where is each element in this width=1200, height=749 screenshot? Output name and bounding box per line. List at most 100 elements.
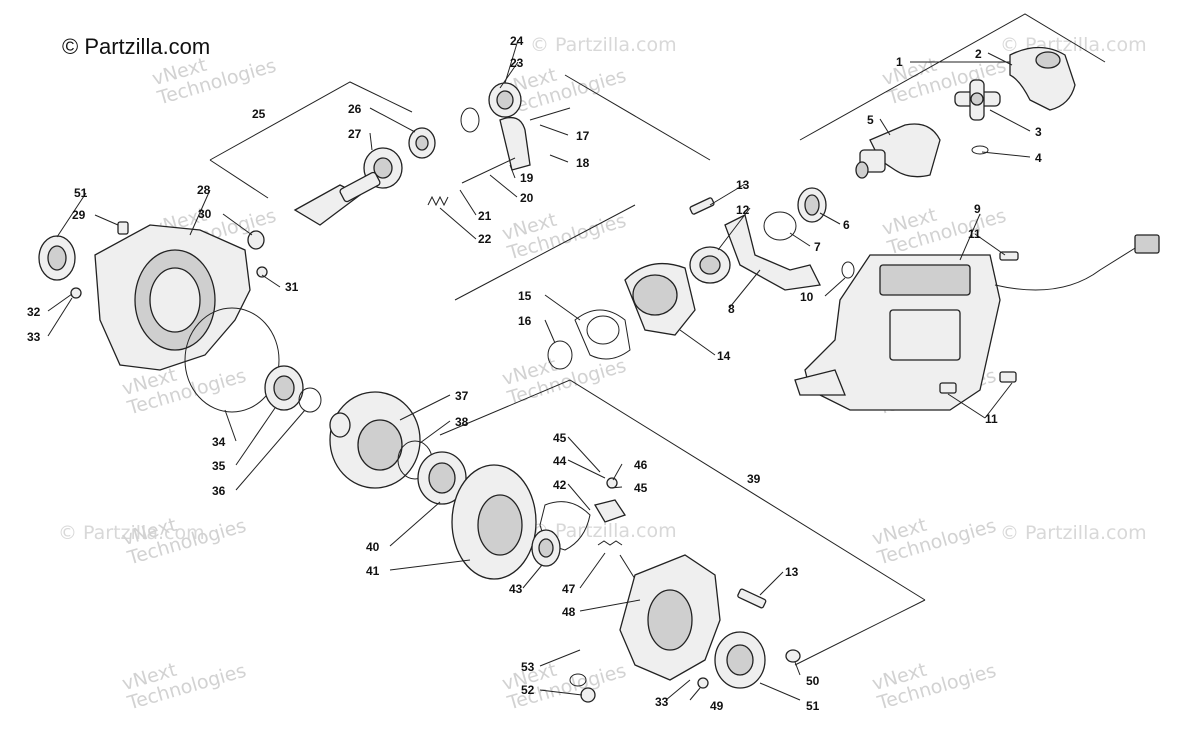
callout-35: 35 [212,459,226,473]
group-bracket-39 [439,379,926,666]
callout-12: 12 [736,203,750,217]
callout-7: 7 [814,240,821,254]
callout-52: 52 [521,683,535,697]
callout-44: 44 [553,454,567,468]
callout-1: 1 [896,55,903,69]
part-snap-ring-7 [763,211,797,241]
part-armature-42 [531,477,646,596]
part-bearing-12 [689,246,731,284]
callout-39: 39 [747,472,761,486]
callout-19: 19 [520,171,534,185]
part-bearing-40 [397,440,467,505]
callout-17: 17 [576,129,590,143]
part-snap-ring-4 [971,145,989,155]
part-universal-joint-3 [954,79,1001,121]
callout-18: 18 [576,156,590,170]
callout-38: 38 [455,415,469,429]
callout-6: 6 [843,218,850,232]
part-yoke-2 [1009,46,1076,111]
group-bracket-1 [799,13,1106,141]
part-shift-fork-19 [461,107,571,184]
part-housing-14 [624,262,696,336]
callout-33: 33 [27,330,41,344]
callout-13: 13 [736,178,750,192]
callout-28: 28 [197,183,211,197]
callout-40: 40 [366,540,380,554]
callout-49: 49 [710,699,724,713]
part-bushing-30 [247,230,265,250]
callout-11b: 11 [985,412,998,426]
part-bolt-13 [689,197,715,215]
callout-37: 37 [455,389,469,403]
part-yoke-5 [855,123,941,179]
callout-4: 4 [1035,151,1042,165]
callout-13b: 13 [785,565,799,579]
callout-21: 21 [478,209,492,223]
callout-42: 42 [553,478,567,492]
callout-2: 2 [975,47,982,61]
callout-50: 50 [806,674,820,688]
callout-14: 14 [717,349,731,363]
callout-26: 26 [348,102,362,116]
copyright-text: © Partzilla.com [62,34,211,59]
callout-8: 8 [728,302,735,316]
callout-10: 10 [800,290,814,304]
callout-11: 11 [968,227,981,241]
callout-15: 15 [518,289,532,303]
callout-47: 47 [562,582,576,596]
callout-41: 41 [366,564,380,578]
part-bearing-23 [460,82,522,133]
callout-43: 43 [509,582,523,596]
part-seal-51 [38,235,76,281]
watermark-brand: © Partzilla.com [530,520,677,542]
callout-24: 24 [510,34,524,48]
part-cover-39 [619,554,721,681]
callout-30: 30 [198,207,212,221]
group-bracket-25 [209,81,413,199]
part-bolt-13-lower [737,588,767,609]
callout-27: 27 [348,127,362,141]
part-ring-gear-37 [329,391,421,489]
callout-23: 23 [510,56,524,70]
part-bearing-26 [408,127,436,159]
callout-32: 32 [27,305,41,319]
callout-45: 45 [553,431,567,445]
watermark-brand: © Partzilla.com [530,34,677,56]
callout-29: 29 [72,208,86,222]
part-fitting-29 [70,221,268,299]
callout-51: 51 [74,186,88,200]
watermark-brand: © Partzilla.com [58,522,205,544]
watermark-brand: © Partzilla.com [1000,522,1147,544]
part-o-ring-10 [841,261,855,279]
callout-16: 16 [518,314,532,328]
callout-46: 46 [634,458,648,472]
part-pinion-gear [293,171,381,226]
part-seal-51-right [714,631,766,689]
part-spring-22 [427,195,449,207]
callouts: 1 2 3 4 5 6 7 8 9 10 11 11 12 13 13 14 1… [27,34,1042,713]
callout-34: 34 [212,435,226,449]
part-bolt-11 [939,251,1019,394]
callout-3: 3 [1035,125,1042,139]
callout-31: 31 [285,280,299,294]
callout-5: 5 [867,113,874,127]
callout-48: 48 [562,605,576,619]
callout-9: 9 [974,202,981,216]
part-actuator-9 [794,234,1160,411]
group-bracket-upper-mid [454,74,711,301]
callout-25: 25 [252,107,266,121]
leader-lines [47,39,1031,701]
part-clutch-plate-41 [451,464,537,580]
part-snap-ring-16 [547,340,573,370]
callout-51b: 51 [806,699,820,713]
callout-22: 22 [478,232,492,246]
callout-45b: 45 [634,481,648,495]
part-o-ring-34 [184,307,280,413]
part-gear-case-28 [94,224,251,371]
part-bearing-35 [264,365,322,413]
callout-36: 36 [212,484,226,498]
part-bracket-8 [724,214,821,291]
callout-20: 20 [520,191,534,205]
